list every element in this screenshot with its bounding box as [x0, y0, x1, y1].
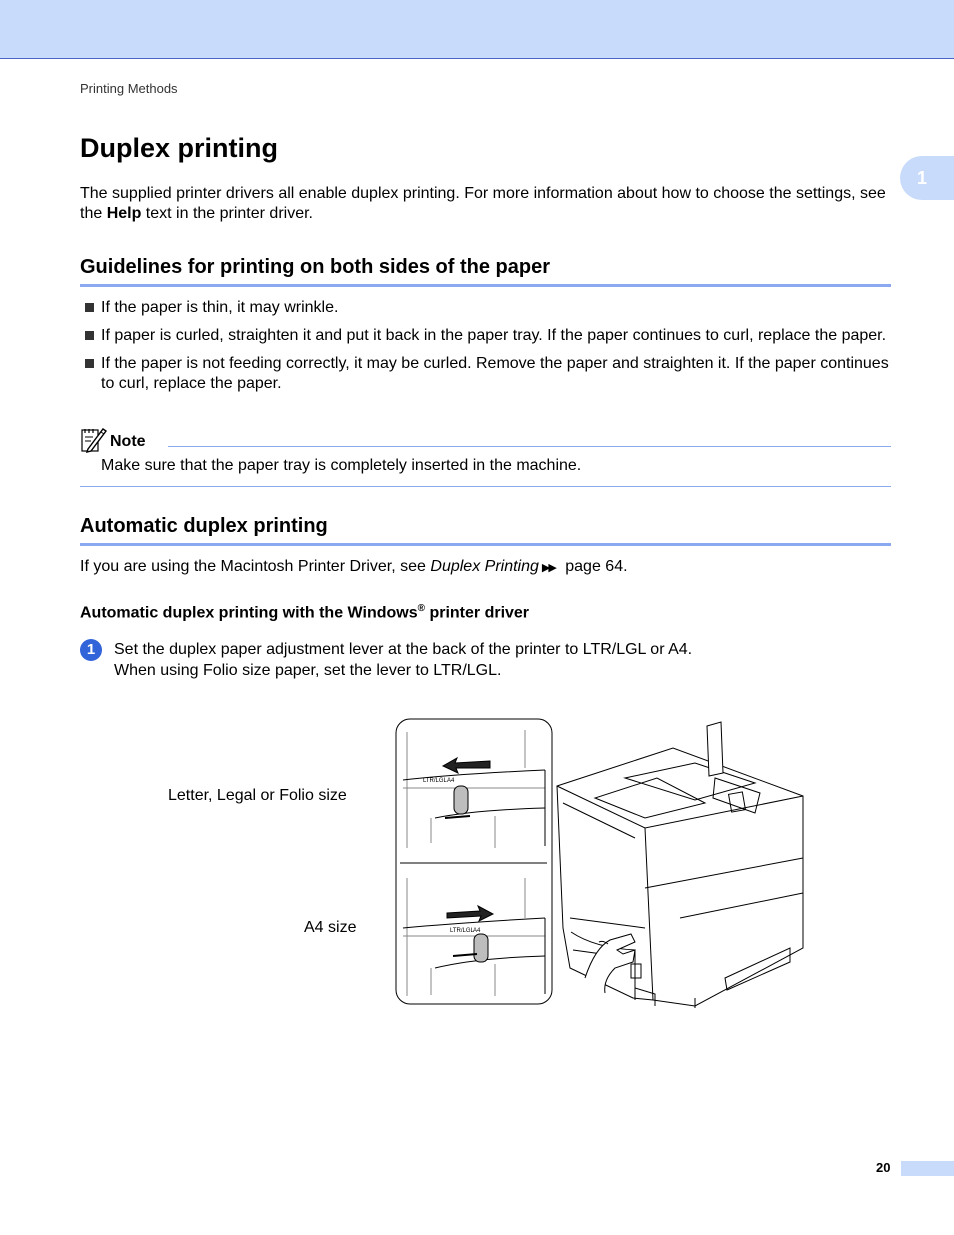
list-item-text: If the paper is not feeding correctly, i… — [101, 355, 889, 392]
arrow-left-icon — [441, 756, 491, 774]
lever-handle-ltr — [453, 785, 469, 815]
page-title: Duplex printing — [80, 133, 278, 163]
macintosh-reference: If you are using the Macintosh Printer D… — [80, 557, 628, 578]
mac-text-before: If you are using the Macintosh Printer D… — [80, 558, 431, 575]
duplex-printing-link[interactable]: Duplex Printing — [430, 558, 539, 575]
lever-label-a4: A4 — [447, 778, 455, 784]
lever-handle-a4 — [473, 933, 489, 963]
section-heading-automatic: Automatic duplex printing — [80, 515, 891, 546]
section-heading-guidelines: Guidelines for printing on both sides of… — [80, 256, 891, 287]
page-number: 20 — [876, 1160, 891, 1175]
note-label: Note — [110, 433, 146, 450]
list-item: If the paper is not feeding correctly, i… — [80, 354, 891, 394]
intro-paragraph: The supplied printer drivers all enable … — [80, 184, 895, 224]
lever-label-ltr: LTR/LGL — [423, 778, 448, 784]
guidelines-list: If the paper is thin, it may wrinkle. If… — [80, 298, 891, 402]
lever-inset-frame — [395, 718, 553, 1005]
double-arrow-icon: ▶▶ — [541, 562, 557, 574]
chapter-number: 1 — [917, 167, 928, 188]
chapter-tab: 1 — [900, 156, 954, 200]
intro-text-after: text in the printer driver. — [141, 205, 313, 222]
subheading-after: printer driver — [425, 604, 530, 622]
square-bullet-icon — [85, 359, 94, 368]
list-item-text: If the paper is thin, it may wrinkle. — [101, 299, 339, 316]
step-text: Set the duplex paper adjustment lever at… — [114, 640, 692, 681]
square-bullet-icon — [85, 303, 94, 312]
list-item-text: If paper is curled, straighten it and pu… — [101, 327, 887, 344]
note-pencil-icon — [81, 428, 108, 453]
printer-illustration: LTR/LGL A4 LTR/LGL A4 — [395, 718, 804, 1008]
lever-label-ltr-bottom: LTR/LGL — [450, 928, 475, 934]
arrow-right-icon — [446, 904, 495, 923]
step-number-badge: 1 — [80, 639, 102, 661]
square-bullet-icon — [85, 331, 94, 340]
mac-text-after: page 64. — [560, 558, 628, 575]
list-item: If the paper is thin, it may wrinkle. — [80, 298, 891, 318]
note-text: Make sure that the paper tray is complet… — [101, 457, 582, 474]
intro-help-bold: Help — [106, 205, 142, 222]
subheading-main: Automatic duplex printing with the Windo… — [80, 604, 418, 622]
hand-illustration — [584, 933, 636, 994]
figure-label-letter: Letter, Legal or Folio size — [168, 787, 347, 804]
note-block: Note Make sure that the paper tray is co… — [80, 425, 891, 487]
windows-subheading: Automatic duplex printing with the Windo… — [80, 603, 529, 622]
step-line-1: Set the duplex paper adjustment lever at… — [114, 641, 693, 658]
running-head: Printing Methods — [80, 81, 178, 96]
intro-text-before: The supplied printer drivers all enable … — [80, 185, 886, 222]
registered-mark: ® — [417, 603, 425, 614]
note-divider — [168, 446, 891, 447]
step-line-2: When using Folio size paper, set the lev… — [114, 662, 502, 679]
header-band — [0, 0, 954, 59]
list-item: If paper is curled, straighten it and pu… — [80, 326, 891, 346]
figure-label-a4: A4 size — [304, 919, 357, 936]
lever-label-a4-bottom: A4 — [473, 928, 481, 934]
footer-tab — [901, 1161, 954, 1176]
